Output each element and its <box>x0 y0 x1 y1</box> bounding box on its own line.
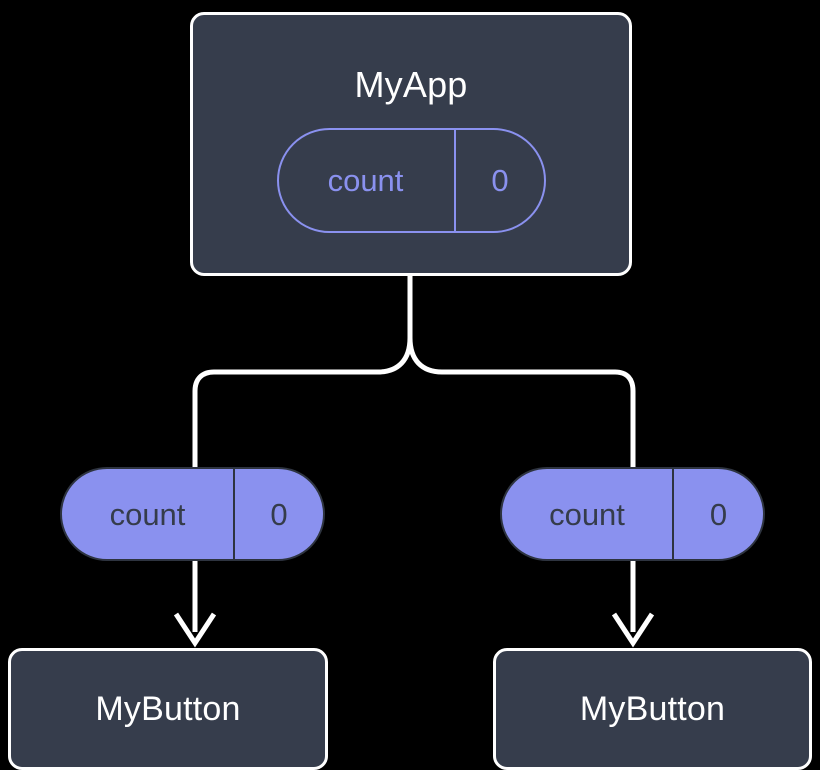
component-label-mybutton-right: MyButton <box>579 690 726 728</box>
state-pill-root-key: count <box>279 130 456 231</box>
prop-pill-left[interactable]: count 0 <box>60 467 325 561</box>
edge-left-pill-to-button <box>173 561 217 648</box>
component-label-myapp: MyApp <box>354 64 468 105</box>
component-node-mybutton-left[interactable]: MyButton <box>8 648 328 770</box>
state-pill-root[interactable]: count 0 <box>277 128 546 233</box>
edge-root-to-right-pill <box>407 337 636 467</box>
edge-root-to-left-pill <box>192 337 413 467</box>
arrowhead-right <box>611 612 655 648</box>
prop-pill-left-key: count <box>62 469 235 559</box>
prop-pill-left-value: 0 <box>270 496 288 532</box>
prop-pill-right-key: count <box>502 469 674 559</box>
prop-pill-right[interactable]: count 0 <box>500 467 765 561</box>
arrowhead-left <box>173 612 217 648</box>
component-node-mybutton-right[interactable]: MyButton <box>493 648 812 770</box>
prop-pill-right-value: 0 <box>709 496 728 532</box>
component-label-mybutton-left: MyButton <box>95 690 241 728</box>
state-pill-root-value: 0 <box>491 163 509 198</box>
edge-right-pill-to-button <box>611 561 655 648</box>
